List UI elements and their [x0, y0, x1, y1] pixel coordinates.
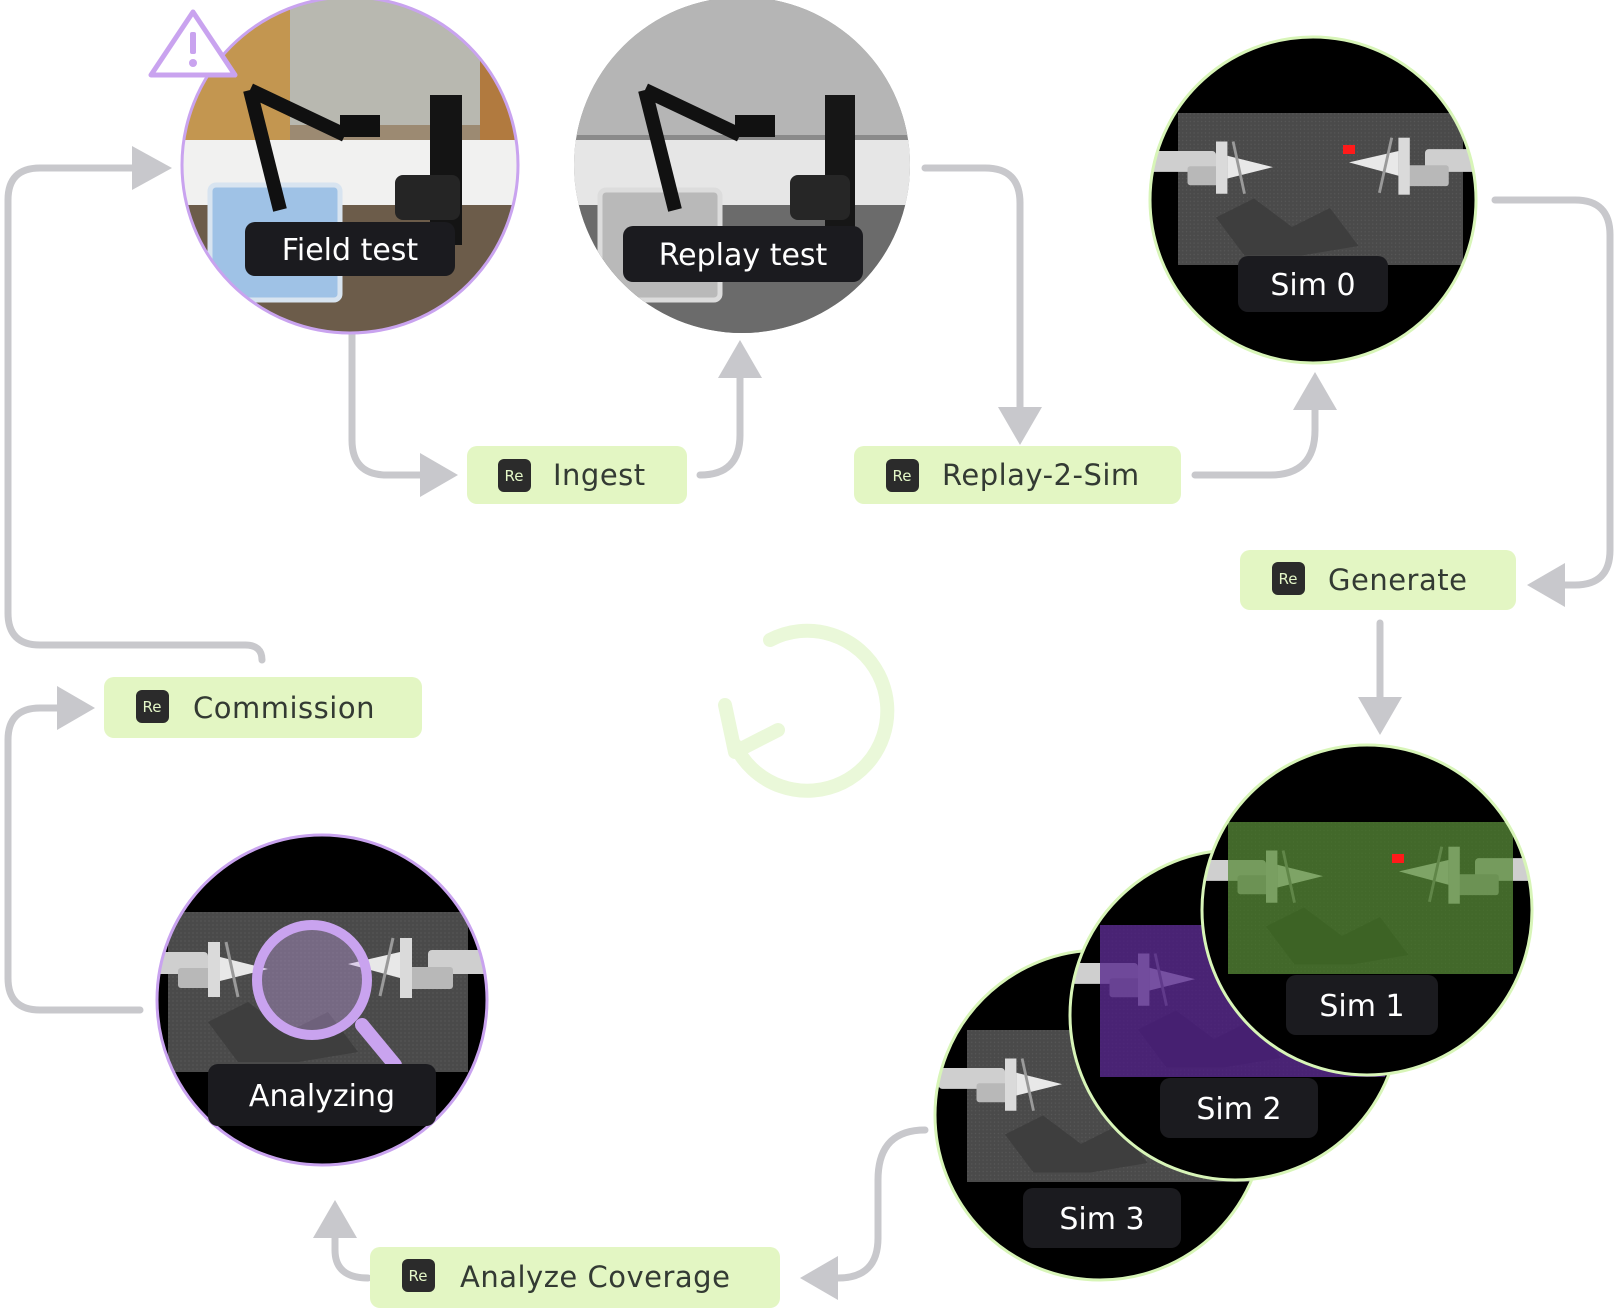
re-badge-label: Re [505, 467, 524, 485]
node-analyzing[interactable]: Analyzing [138, 833, 508, 1167]
connector-sim3-to-analyzecoverage [826, 1126, 929, 1282]
node-label-bg [1160, 1078, 1318, 1138]
re-badge-icon [498, 459, 531, 492]
node-label: Sim 0 [1270, 268, 1355, 303]
node-label: Sim 3 [1059, 1202, 1144, 1237]
node-label-bg [623, 226, 863, 282]
arrowhead-left [800, 1256, 838, 1300]
node-label: Field test [282, 233, 419, 268]
arrowhead-up [313, 1200, 357, 1238]
connector-analyzecoverage-to-analyzing [331, 1226, 372, 1282]
step-commission[interactable]: Re Commission [104, 677, 422, 738]
connector-analyzing-to-commission [4, 704, 144, 1014]
arrowhead-right [132, 146, 172, 190]
re-badge-label: Re [1279, 570, 1298, 588]
node-replay-test[interactable]: Replay test [570, 0, 910, 335]
refresh-cycle-icon [718, 623, 895, 798]
re-badge-icon [136, 690, 169, 723]
connector-commission-to-fieldtest [4, 164, 266, 664]
connector-replay2sim-to-sim0 [1191, 396, 1319, 479]
connector-fieldtest-to-ingest [348, 326, 429, 479]
re-badge-icon [1272, 562, 1305, 595]
step-replay2sim[interactable]: Re Replay-2-Sim [854, 446, 1181, 504]
node-sim1[interactable]: Sim 1 [1200, 743, 1552, 1077]
node-label-bg [1286, 975, 1438, 1035]
connector-sim0-to-generate [1491, 196, 1614, 589]
step-ingest[interactable]: Re Ingest [467, 446, 687, 504]
node-label: Analyzing [249, 1079, 395, 1114]
node-label: Replay test [659, 238, 828, 273]
step-label: Generate [1328, 563, 1467, 597]
node-field-test[interactable]: Field test [180, 0, 520, 335]
arrowhead-down [1358, 697, 1402, 735]
arrowhead-right [420, 453, 458, 497]
node-label-bg [208, 1064, 436, 1126]
arrowhead-down [998, 407, 1042, 445]
re-badge-icon [402, 1259, 435, 1292]
arrowhead-right [57, 686, 95, 730]
node-label-bg [1023, 1188, 1181, 1248]
step-label: Analyze Coverage [460, 1260, 730, 1294]
step-analyze-coverage[interactable]: Re Analyze Coverage [370, 1247, 780, 1308]
warning-triangle-icon [148, 9, 238, 78]
arrowhead-up [718, 340, 762, 378]
node-label: Sim 1 [1319, 989, 1404, 1024]
connectors [4, 164, 1614, 1282]
node-label: Sim 2 [1196, 1092, 1281, 1127]
re-badge-label: Re [893, 467, 912, 485]
re-badge-label: Re [143, 698, 162, 716]
step-label: Commission [193, 691, 375, 725]
step-label: Replay-2-Sim [942, 458, 1140, 492]
connector-replaytest-to-replay2sim [921, 164, 1024, 414]
arrowhead-left [1527, 563, 1565, 607]
magnifier-icon [252, 920, 402, 1072]
node-sim0[interactable]: Sim 0 [1148, 35, 1502, 365]
connector-ingest-to-replaytest [696, 366, 744, 479]
node-label-bg [1238, 256, 1388, 312]
arrowheads [57, 146, 1565, 1300]
node-label-bg [245, 222, 455, 276]
step-label: Ingest [553, 458, 646, 492]
arrowhead-up [1293, 372, 1337, 410]
re-badge-label: Re [409, 1267, 428, 1285]
re-badge-icon [886, 459, 919, 492]
step-generate[interactable]: Re Generate [1240, 550, 1516, 610]
